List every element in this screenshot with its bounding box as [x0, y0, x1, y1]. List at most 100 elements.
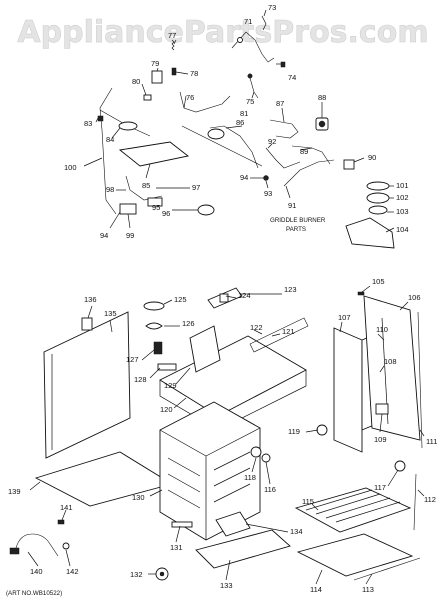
label-81: 81: [240, 109, 248, 118]
label-109: 109: [374, 435, 387, 444]
label-111: 111: [426, 437, 437, 446]
bottom-leader-lines: [27, 285, 425, 585]
burner-plate-85: [118, 141, 190, 167]
cooktop-panel-120: [159, 335, 307, 417]
plug-140-icon: [9, 547, 20, 555]
label-139: 139: [8, 487, 21, 496]
label-112: 112: [424, 495, 436, 504]
label-71: 71: [244, 17, 252, 26]
valve-stem-75: [249, 77, 259, 99]
burner-tube-87: [269, 119, 299, 139]
valve-90: [343, 159, 355, 170]
broiler-pan-114: [296, 533, 414, 577]
fitting-83: [97, 115, 104, 122]
label-94-top: 94: [240, 173, 248, 182]
label-124: 124: [238, 291, 251, 300]
burner-ring-102: [366, 192, 390, 204]
manifold-fitting-icon: [237, 37, 243, 43]
screw-105: [357, 291, 365, 296]
top-leader-lines: [83, 9, 395, 233]
label-87: 87: [276, 99, 284, 108]
connector-128: [157, 363, 177, 371]
griddle-caption-line1: GRIDDLE BURNER: [270, 217, 326, 224]
gas-tube-76: [179, 91, 231, 113]
bracket-95: [147, 197, 163, 207]
valve-75-icon: [247, 73, 253, 79]
label-118: 118: [244, 473, 256, 482]
clip-141: [57, 519, 65, 525]
label-98: 98: [106, 185, 114, 194]
burner-head-86-icon: [207, 128, 225, 140]
label-95: 95: [152, 203, 160, 212]
label-134: 134: [290, 527, 303, 536]
bracket-134: [215, 511, 251, 537]
label-90: 90: [368, 153, 376, 162]
label-141: 141: [60, 503, 73, 512]
oven-rack-wires: [305, 489, 401, 523]
side-panel-135: [43, 311, 131, 459]
top-part-labels: 73 71 77 79 78 74 80 76 75 88 87 81 83 8…: [64, 3, 409, 240]
gas-tube-92: [265, 147, 301, 169]
griddle-caption-line2: PARTS: [286, 226, 306, 233]
oven-rack-guides: [167, 451, 251, 509]
clip-125: [143, 301, 165, 311]
fitting-74: [280, 61, 286, 68]
oven-body-edges: [159, 427, 261, 540]
knob-132-center: [159, 571, 165, 577]
label-127: 127: [126, 355, 139, 364]
label-131: 131: [170, 543, 183, 552]
art-number: (ART NO.WB10522): [6, 590, 62, 597]
range-body-assembly: [9, 287, 423, 581]
label-116: 116: [264, 485, 276, 494]
grommet-142-icon: [62, 542, 70, 550]
label-142: 142: [66, 567, 79, 576]
label-128: 128: [134, 375, 147, 384]
clip-124: [219, 293, 229, 303]
valve-knob-icon: [318, 120, 326, 128]
oven-rack-115: [294, 487, 412, 533]
gas-manifold-pipe: [231, 31, 275, 63]
control-block-79: [151, 70, 163, 84]
label-84: 84: [106, 135, 114, 144]
gas-tube-89: [291, 145, 331, 165]
grommet-96-icon: [197, 204, 215, 216]
label-89: 89: [300, 147, 308, 156]
door-frame-106: [363, 295, 421, 441]
igniter-131: [171, 521, 193, 528]
kick-panel-133: [195, 529, 291, 569]
label-94-bottom: 94: [100, 231, 108, 240]
label-135: 135: [104, 309, 117, 318]
orifice-78: [171, 67, 177, 76]
label-119: 119: [288, 427, 300, 436]
label-114: 114: [310, 585, 322, 594]
latch-117-icon: [394, 460, 406, 472]
burner-head-84-icon: [118, 121, 138, 131]
label-110: 110: [376, 325, 388, 334]
lens-116-icon: [261, 453, 271, 463]
bottom-part-labels: 105 106 136 135 125 124 123 107 110 126 …: [8, 277, 437, 594]
spring-77: [171, 39, 175, 51]
label-88: 88: [318, 93, 326, 102]
label-129: 129: [164, 381, 177, 390]
door-outer-107: [333, 327, 363, 453]
screw-93: [263, 175, 269, 181]
label-93: 93: [264, 189, 272, 198]
bottom-panel-139: [34, 451, 174, 507]
power-cord-140: [15, 533, 59, 557]
label-115: 115: [302, 497, 314, 506]
label-133: 133: [220, 581, 233, 590]
label-78: 78: [190, 69, 198, 78]
burner-rail-81: [181, 125, 263, 167]
watermark-text: AppliancePartsPros.com: [17, 15, 428, 50]
gas-burner-assembly: [97, 15, 395, 249]
label-80: 80: [132, 77, 140, 86]
label-121: 121: [282, 327, 295, 336]
label-76: 76: [186, 93, 194, 102]
label-103: 103: [396, 207, 409, 216]
label-102: 102: [396, 193, 409, 202]
trim-strip-113: [353, 557, 421, 581]
label-125: 125: [174, 295, 187, 304]
label-100: 100: [64, 163, 77, 172]
rod-112: [413, 473, 417, 531]
label-86: 86: [236, 118, 244, 127]
